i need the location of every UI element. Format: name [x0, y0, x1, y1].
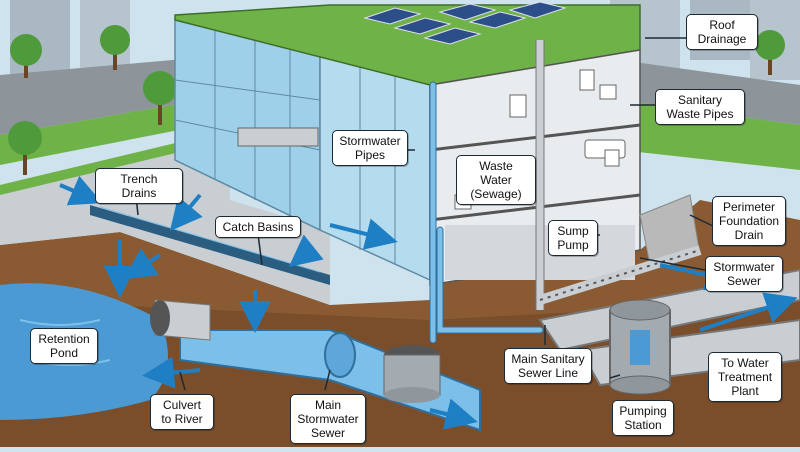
main-stormwater-sewer-pipe [150, 299, 481, 432]
perforated-drain [538, 245, 702, 305]
label-main-sanitary-sewer-line: Main Sanitary Sewer Line [504, 348, 592, 384]
flow-arrows [59, 175, 798, 430]
label-sump-pump: Sump Pump [548, 220, 598, 256]
label-stormwater-pipes: Stormwater Pipes [332, 130, 408, 166]
label-retention-pond: Retention Pond [30, 328, 98, 364]
label-culvert-to-river: Culvert to River [150, 394, 214, 430]
label-trench-drains: Trench Drains [95, 168, 183, 204]
label-main-stormwater-sewer: Main Stormwater Sewer [290, 394, 366, 444]
label-pumping-station: Pumping Station [612, 400, 674, 436]
label-stormwater-sewer: Stormwater Sewer [705, 256, 783, 292]
catch-basin-chamber [383, 345, 441, 403]
solar-panels [363, 1, 567, 45]
label-sanitary-waste-pipes: Sanitary Waste Pipes [655, 89, 745, 125]
green-roof [174, 1, 641, 86]
label-perimeter-foundation-drain: Perimeter Foundation Drain [712, 196, 786, 246]
label-catch-basins: Catch Basins [215, 216, 301, 238]
label-to-water-treatment-plant: To Water Treatment Plant [708, 352, 782, 402]
label-waste-water: Waste Water (Sewage) [456, 155, 536, 205]
trees [8, 25, 785, 175]
stormwater-pipes [429, 81, 544, 344]
label-roof-drainage: Roof Drainage [686, 14, 758, 50]
